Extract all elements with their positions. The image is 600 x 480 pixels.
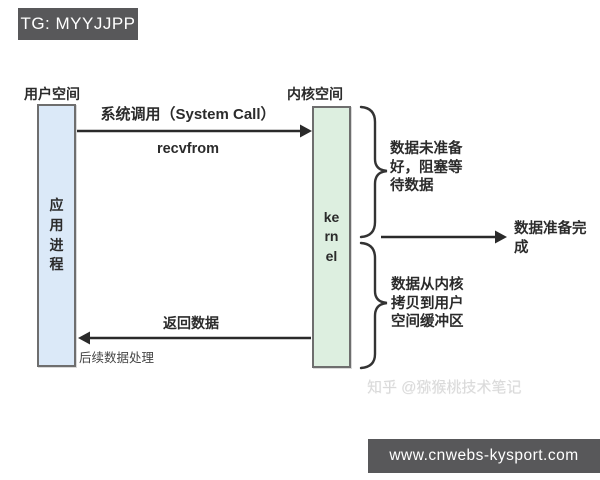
data-ready-arrow-icon — [381, 230, 507, 244]
kernel-box: ke rn el — [312, 106, 351, 368]
tg-badge: TG: MYYJJPP — [18, 8, 138, 40]
data-ready-note: 数据准备完 成 — [514, 221, 587, 256]
kernel-space-label: 内核空间 — [287, 86, 343, 102]
system-call-label: 系统调用（System Call） — [100, 106, 276, 123]
copy-brace-icon — [359, 241, 388, 370]
watermark: 知乎 @猕猴桃技术笔记 — [367, 379, 522, 396]
app-process-label: 应 用 进 程 — [49, 197, 64, 273]
syscall-arrow-icon — [77, 124, 312, 138]
app-process-box: 应 用 进 程 — [37, 104, 76, 367]
recvfrom-label: recvfrom — [156, 141, 220, 157]
user-space-label: 用户空间 — [24, 86, 80, 102]
copy-note: 数据从内核 拷贝到用户 空间缓冲区 — [391, 277, 464, 331]
site-badge: www.cnwebs-kysport.com — [368, 439, 600, 473]
kernel-label: ke rn el — [323, 208, 340, 264]
post-processing-label: 后续数据处理 — [79, 351, 155, 365]
blocked-brace-icon — [359, 105, 388, 239]
blocked-note: 数据未准备 好，阻塞等 待数据 — [390, 141, 463, 195]
return-arrow-icon — [78, 331, 311, 345]
return-data-label: 返回数据 — [163, 315, 219, 331]
site-badge-text: www.cnwebs-kysport.com — [389, 447, 579, 464]
tg-badge-text: TG: MYYJJPP — [20, 14, 136, 33]
